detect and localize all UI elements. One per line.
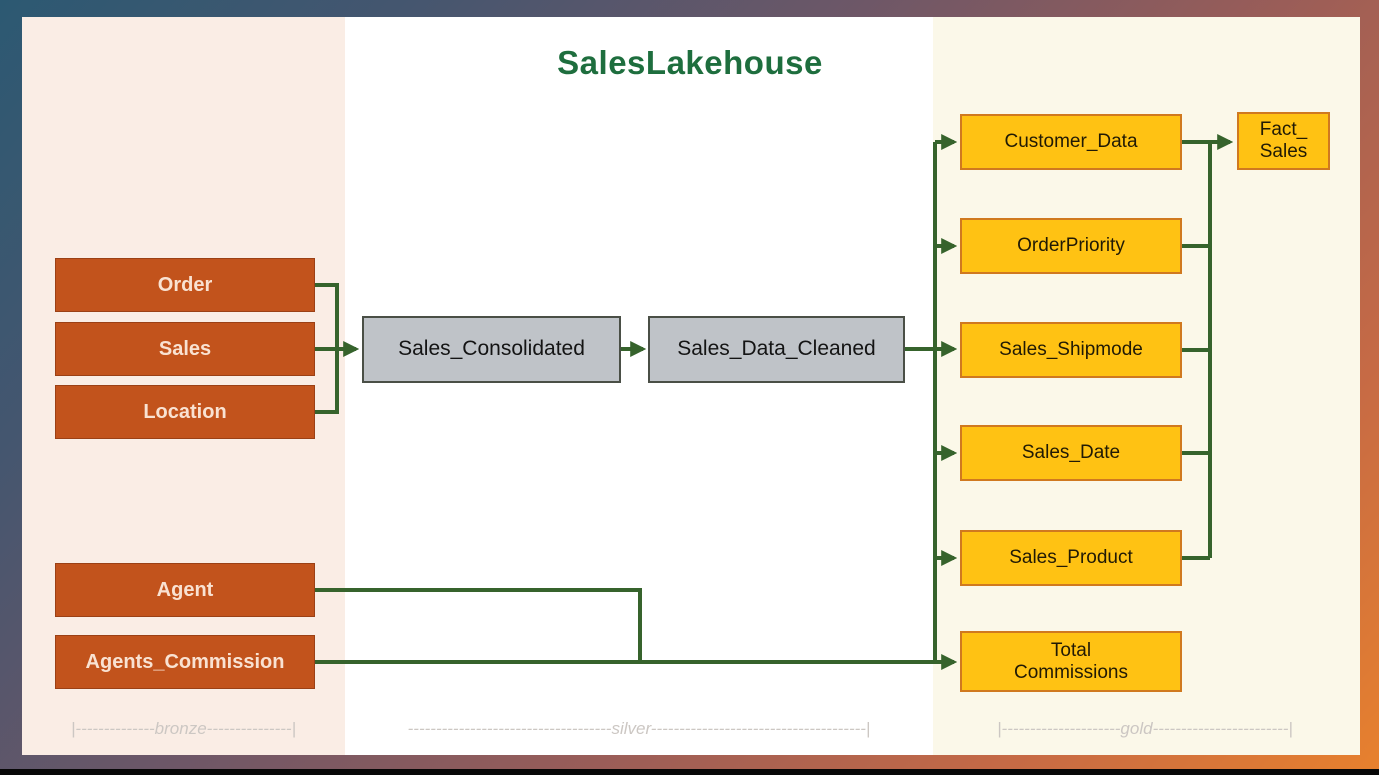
node-fact-sales-line1: Fact_ — [1259, 119, 1308, 141]
node-sales-data-cleaned: Sales_Data_Cleaned — [648, 316, 905, 383]
node-sales-data-cleaned-label: Sales_Data_Cleaned — [677, 337, 876, 361]
node-agents-commission-label: Agents_Commission — [85, 650, 285, 673]
node-agent: Agent — [55, 563, 315, 617]
node-sales-label: Sales — [158, 337, 212, 360]
bottom-black-bar — [0, 769, 1379, 775]
node-sales-consolidated: Sales_Consolidated — [362, 316, 621, 383]
node-fact-sales: Fact_ Sales — [1237, 112, 1330, 170]
silver-zone — [345, 17, 933, 755]
node-location-label: Location — [143, 400, 227, 423]
node-orderpriority-label: OrderPriority — [1017, 235, 1125, 257]
node-location: Location — [55, 385, 315, 439]
node-sales-date-label: Sales_Date — [1021, 442, 1121, 464]
node-customer-data: Customer_Data — [960, 114, 1182, 170]
gold-zone-label: |---------------------gold--------------… — [997, 719, 1293, 738]
silver-zone-label: ------------------------------------silv… — [407, 719, 871, 738]
node-total-commissions-line2: Commissions — [1013, 661, 1129, 683]
node-agent-label: Agent — [156, 578, 214, 601]
node-sales-shipmode-label: Sales_Shipmode — [999, 339, 1143, 361]
node-sales: Sales — [55, 322, 315, 376]
node-customer-data-label: Customer_Data — [1004, 131, 1138, 153]
node-total-commissions-line1: Total — [1050, 639, 1092, 661]
bronze-zone-label: |--------------bronze---------------| — [71, 719, 296, 738]
node-fact-sales-line2: Sales — [1259, 141, 1308, 162]
node-order: Order — [55, 258, 315, 312]
node-agents-commission: Agents_Commission — [55, 635, 315, 689]
node-sales-date: Sales_Date — [960, 425, 1182, 481]
node-sales-shipmode: Sales_Shipmode — [960, 322, 1182, 378]
node-sales-product-label: Sales_Product — [1009, 547, 1133, 569]
node-total-commissions: Total Commissions — [960, 631, 1182, 692]
node-orderpriority: OrderPriority — [960, 218, 1182, 274]
node-sales-consolidated-label: Sales_Consolidated — [398, 337, 585, 361]
node-order-label: Order — [157, 273, 213, 296]
diagram-title: SalesLakehouse — [557, 44, 823, 81]
node-sales-product: Sales_Product — [960, 530, 1182, 586]
